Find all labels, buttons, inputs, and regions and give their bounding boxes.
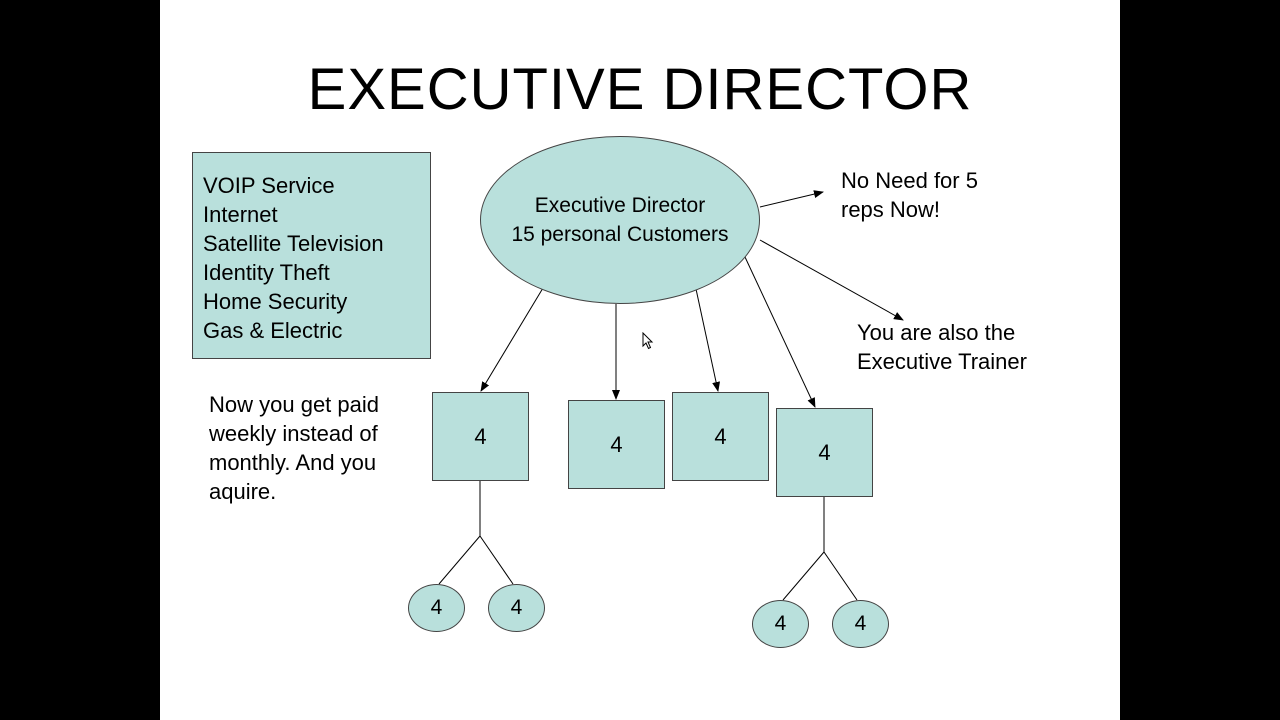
sub-node: 4 [408,584,465,632]
node-subtitle: 15 personal Customers [511,223,729,246]
service-item: Gas & Electric [203,318,343,343]
paid-note: Now you get paid weekly instead of month… [209,392,379,504]
slide: EXECUTIVE DIRECTOR VOIP Service Internet… [160,0,1120,720]
executive-director-node: Executive Director 15 personal Customers [480,136,760,304]
sub-node: 4 [752,600,809,648]
service-item: Satellite Television [203,231,384,256]
slide-title: EXECUTIVE DIRECTOR [307,57,973,122]
service-item: VOIP Service [203,173,335,198]
sub-node: 4 [832,600,889,648]
connector-lines [438,190,904,601]
tree-branch [823,551,858,601]
reps-note: No Need for 5 reps Now! [841,168,978,222]
sub-node: 4 [488,584,545,632]
tree-branch [479,535,514,585]
rep-box-1: 4 [432,392,529,481]
arrow-to-box-3 [695,288,721,392]
arrow-to-box-4 [744,256,816,408]
service-item: Identity Theft [203,260,330,285]
rep-box-2: 4 [568,400,665,489]
services-box: VOIP Service Internet Satellite Televisi… [192,152,431,359]
arrow-to-trainer-note [759,239,904,321]
rep-box-4: 4 [776,408,873,497]
arrow-to-reps-note [759,190,824,208]
trainer-note: You are also the Executive Trainer [857,320,1027,374]
arrow-to-box-1 [480,287,544,392]
tree-branch [782,551,825,601]
node-title: Executive Director [534,194,706,217]
service-item: Home Security [203,289,348,314]
tree-branch [438,535,481,585]
service-item: Internet [203,202,278,227]
rep-box-3: 4 [672,392,769,481]
mouse-cursor-icon [642,332,654,350]
